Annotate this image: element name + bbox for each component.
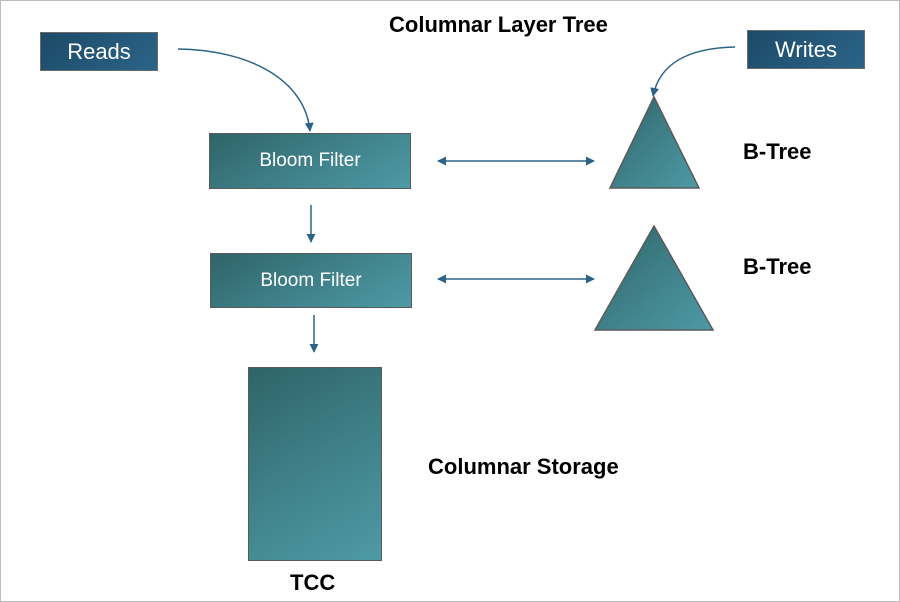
bloom-filter-1: Bloom Filter xyxy=(209,133,411,189)
tcc-label: TCC xyxy=(290,570,336,595)
bloom-filter-2: Bloom Filter xyxy=(210,253,412,308)
columnar-storage-label: Columnar Storage xyxy=(428,454,619,479)
diagram-title: Columnar Layer Tree xyxy=(389,12,608,37)
writes-box: Writes xyxy=(747,30,865,69)
writes-to-btree-arrow xyxy=(650,46,736,97)
reads-to-bloom-arrow xyxy=(177,48,314,132)
btree-2-label: B-Tree xyxy=(743,254,812,279)
reads-box: Reads xyxy=(40,32,158,71)
btree-2-triangle xyxy=(593,224,715,331)
btree-1-triangle xyxy=(608,95,701,189)
btree-1-label: B-Tree xyxy=(743,139,812,164)
tcc-storage-block xyxy=(248,367,382,561)
